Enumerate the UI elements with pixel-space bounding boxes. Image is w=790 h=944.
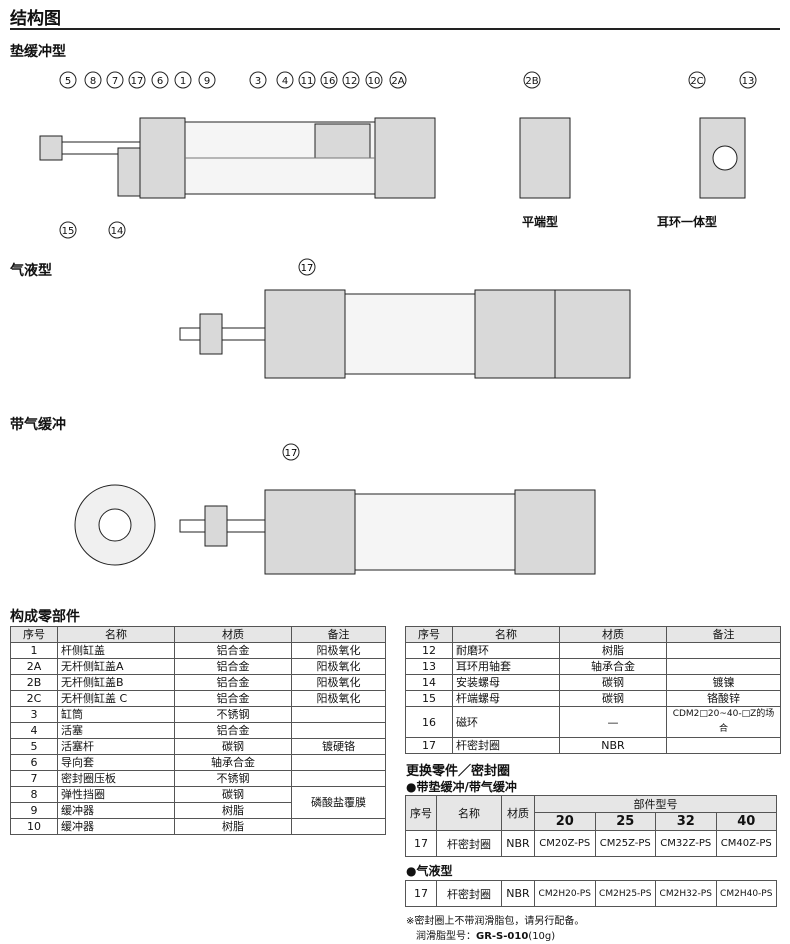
table-row: 17 杆密封圈 NBR CM2H20-PS CM2H25-PS CM2H32-P… xyxy=(405,880,777,907)
rod-cover xyxy=(139,117,186,199)
seals-title: 更换零件／密封圈 xyxy=(406,764,511,779)
callout-2a: 2A xyxy=(391,76,404,87)
callout-4: 4 xyxy=(282,76,288,87)
callout-1: 1 xyxy=(180,76,186,87)
mount-nut xyxy=(117,147,141,197)
callout-13: 13 xyxy=(742,76,755,87)
callout-3: 3 xyxy=(255,76,261,87)
parts-title: 构成零部件 xyxy=(10,609,80,625)
callout-17: 17 xyxy=(131,76,144,87)
diagram-pad-cushion: 5 8 7 17 6 1 9 3 4 11 16 12 10 2A 15 14 … xyxy=(39,71,757,239)
callout-2c: 2C xyxy=(690,76,703,87)
callout-16: 16 xyxy=(323,76,336,87)
piston xyxy=(314,123,371,159)
table-row: 17 杆密封圈 NBR CM20Z-PS CM25Z-PS CM32Z-PS C… xyxy=(405,830,777,857)
title-divider xyxy=(10,28,780,30)
callout-7: 7 xyxy=(112,76,118,87)
callout-11: 11 xyxy=(301,76,314,87)
seal-table-air-hydro: 17 杆密封圈 NBR CM2H20-PS CM2H25-PS CM2H32-P… xyxy=(405,880,777,907)
section-title-air-cushion: 带气缓冲 xyxy=(10,417,66,433)
callout-17-air-hydro: 17 xyxy=(301,263,314,274)
callout-12: 12 xyxy=(345,76,358,87)
th-material: 材质 xyxy=(174,626,292,643)
diagram-air-hydro: 17 xyxy=(179,258,631,379)
callout-14: 14 xyxy=(111,226,124,237)
callout-10: 10 xyxy=(368,76,381,87)
seal-table-cushion: 序号 名称 材质 部件型号 20 25 32 40 17 杆密封圈 NBR CM… xyxy=(405,795,777,857)
callout-17-air-cushion: 17 xyxy=(285,448,298,459)
th-name: 名称 xyxy=(57,626,175,643)
seal-note-grease-model: 润滑脂型号：GR-S-010(10g) xyxy=(416,931,556,942)
th-note: 备注 xyxy=(291,626,386,643)
th-no: 序号 xyxy=(10,626,58,643)
callout-8: 8 xyxy=(90,76,96,87)
diagram-air-cushion: 17 xyxy=(74,443,596,575)
callout-2b: 2B xyxy=(525,76,538,87)
callout-15: 15 xyxy=(62,226,75,237)
head-cover-2a xyxy=(374,117,436,199)
callout-6: 6 xyxy=(157,76,163,87)
seals-sub-cushion: ●带垫缓冲/带气缓冲 xyxy=(406,780,517,794)
rod-end-nut xyxy=(39,135,63,161)
seals-sub-air-hydro: ●气液型 xyxy=(406,864,453,878)
seal-note-grease: ※密封圈上不带润滑脂包，请另行配备。 xyxy=(406,916,585,927)
callout-9: 9 xyxy=(204,76,210,87)
page-title: 结构图 xyxy=(10,9,61,29)
section-title-air-hydro: 气液型 xyxy=(10,263,52,279)
section-title-pad-cushion: 垫缓冲型 xyxy=(10,44,66,60)
view-label-clevis: 耳环一体型 xyxy=(657,215,718,229)
view-label-flat: 平端型 xyxy=(522,215,559,229)
flat-end-head xyxy=(519,117,571,199)
callout-5: 5 xyxy=(65,76,71,87)
